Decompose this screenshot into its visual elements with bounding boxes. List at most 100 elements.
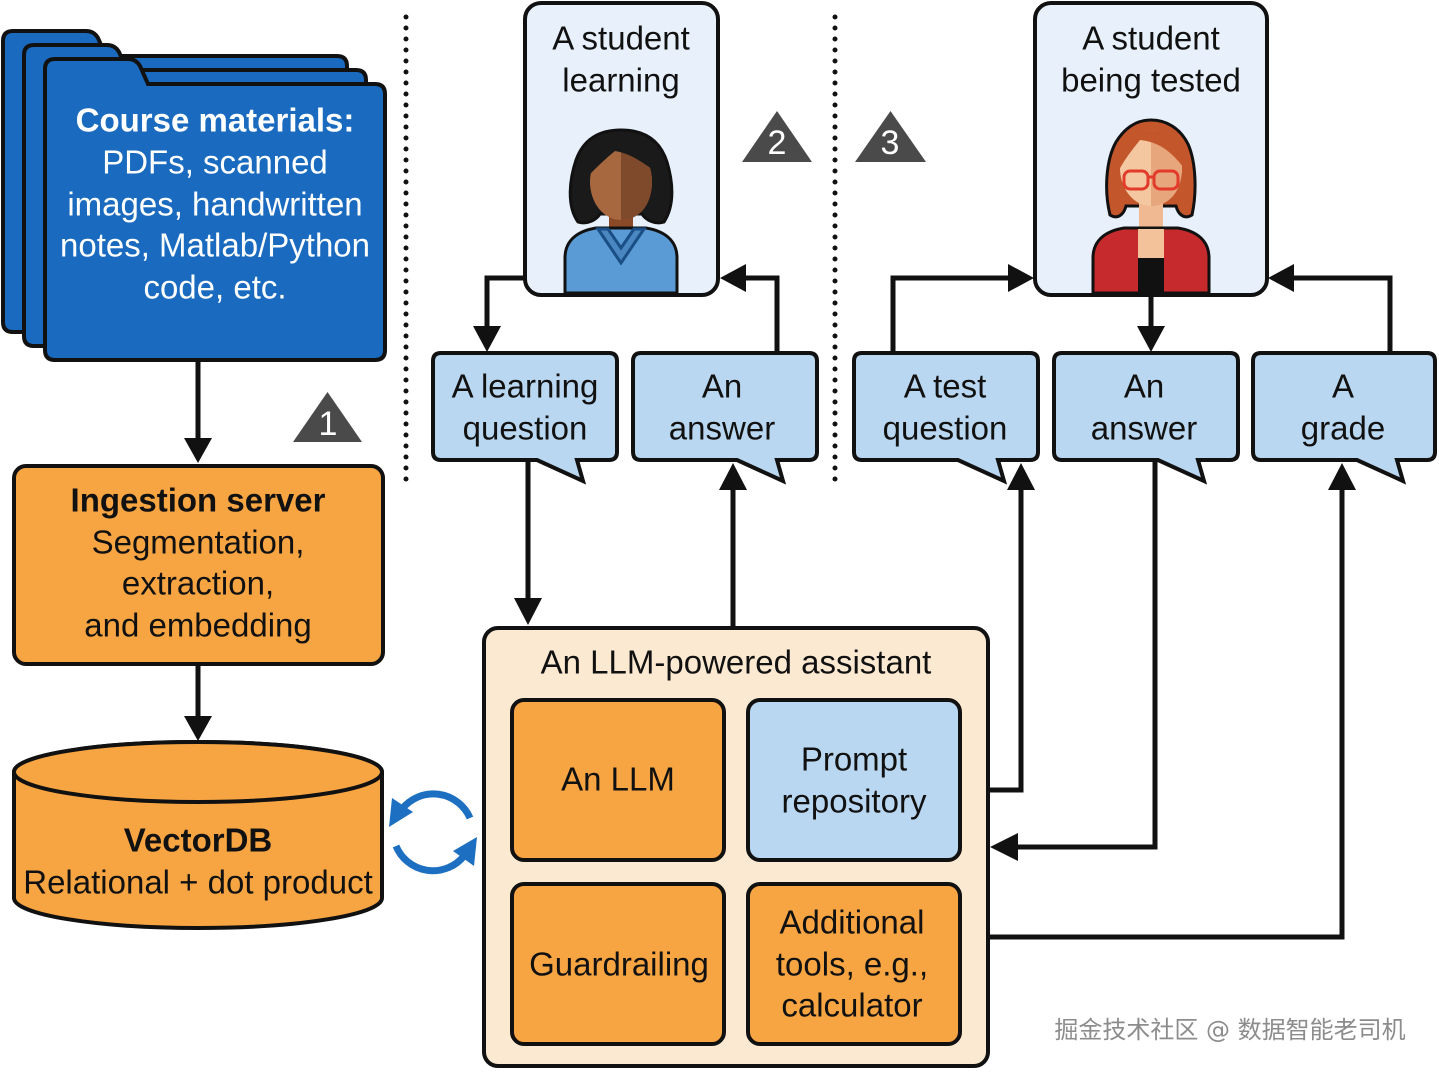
arrow-line <box>744 275 780 352</box>
step-3-marker: 3 <box>855 111 926 162</box>
avatar-collar <box>595 227 647 266</box>
arrow-student-to-learning-question <box>473 275 525 352</box>
course-materials-line: PDFs, scanned <box>102 144 328 181</box>
sync-cycle-icon <box>389 790 477 875</box>
step-1-marker: 1 <box>293 392 362 443</box>
arrow-grade-to-student <box>1268 264 1393 352</box>
step-triangle <box>742 111 812 162</box>
arrow-head <box>1328 463 1356 490</box>
arrow-line <box>988 488 1345 940</box>
tools-line: tools, e.g., <box>776 946 928 983</box>
avatar-top <box>1138 258 1164 292</box>
bubble-shape <box>631 351 819 485</box>
tools-box <box>746 882 962 1046</box>
arrow-assistant-to-answer <box>719 463 747 628</box>
bubble-answer-2: An answer <box>1052 351 1240 485</box>
bubble-line: A test <box>904 368 987 405</box>
arrow-head <box>1137 326 1165 352</box>
llm-box <box>510 698 726 862</box>
course-materials-title: Course materials: <box>76 102 355 139</box>
arrow-head <box>720 264 746 292</box>
student-tested-line: being tested <box>1061 62 1241 99</box>
bubble-answer-1: An answer <box>631 351 819 485</box>
bubble-line: A <box>1332 368 1354 405</box>
arrow-head <box>1008 264 1034 292</box>
llm-assistant-container: An LLM-powered assistant An LLM Prompt r… <box>482 626 990 1068</box>
arrow-head <box>473 326 501 352</box>
student-tested-avatar <box>1091 118 1211 295</box>
bubble-learning-question: A learning question <box>431 351 619 485</box>
ingestion-server-line: and embedding <box>84 607 312 644</box>
bubble-grade: A grade <box>1251 351 1437 485</box>
course-materials-line: notes, Matlab/Python <box>60 227 370 264</box>
bubble-line: An <box>702 368 742 405</box>
arrow-head <box>990 833 1018 861</box>
ingestion-server-box: Ingestion server Segmentation, extractio… <box>12 464 385 666</box>
student-learning-line: learning <box>562 62 679 99</box>
cylinder-top <box>12 740 384 804</box>
watermark: 掘金技术社区 @ 数据智能老司机 <box>1054 1016 1405 1044</box>
folder-front <box>43 57 387 362</box>
bubble-line: question <box>463 410 588 447</box>
arrow-head <box>184 438 212 463</box>
bubble-test-question: A test question <box>852 351 1040 485</box>
arrow-assistant-to-grade <box>988 463 1356 940</box>
glasses-lens-right <box>1152 169 1180 191</box>
step-2-marker: 2 <box>742 111 812 162</box>
arrow-head <box>1268 264 1294 292</box>
arrow-head <box>1007 463 1035 490</box>
arrow-learning-question-to-assistant <box>514 460 542 625</box>
prompt-repository-box <box>746 698 962 862</box>
cycle-arc-top <box>399 790 474 820</box>
arrow-test-question-to-student <box>890 264 1034 352</box>
step-number: 2 <box>768 124 787 162</box>
prompt-repository-line: repository <box>782 783 927 820</box>
student-learning-line: A student <box>552 20 690 57</box>
bubble-line: answer <box>1091 410 1197 447</box>
guardrailing-box <box>510 882 726 1046</box>
ingestion-server-title: Ingestion server <box>71 482 326 519</box>
bubble-line: answer <box>669 410 775 447</box>
vectordb-cylinder: VectorDB Relational + dot product <box>12 740 384 930</box>
course-materials-line: code, etc. <box>143 269 286 306</box>
tools-line: calculator <box>781 987 922 1024</box>
student-tested-line: A student <box>1082 20 1220 57</box>
arrow-line <box>1292 275 1393 352</box>
glasses-lens-left <box>1122 169 1150 191</box>
student-tested-card: A student being tested <box>1033 1 1269 297</box>
arrow-answer-to-student <box>720 264 780 352</box>
ingestion-server-line: extraction, <box>122 565 274 602</box>
student-learning-avatar <box>563 128 679 295</box>
arrow-line <box>1016 460 1158 850</box>
cycle-arc-bottom <box>392 844 467 875</box>
arrow-head <box>514 598 542 625</box>
step-triangle <box>855 111 926 162</box>
cycle-arrowhead-top <box>389 798 413 827</box>
avatar-bangs <box>1117 130 1185 172</box>
arrow-assistant-to-test-question <box>988 463 1035 793</box>
arrow-head <box>719 463 747 490</box>
arrow-folder-to-ingestion <box>184 362 212 463</box>
course-materials-line: images, handwritten <box>67 186 362 223</box>
avatar-bangs <box>588 138 656 176</box>
student-learning-card: A student learning <box>523 1 720 297</box>
bubble-line: question <box>883 410 1008 447</box>
assistant-title: An LLM-powered assistant <box>541 644 932 681</box>
step-number: 3 <box>881 124 900 162</box>
bubble-line: An <box>1124 368 1164 405</box>
course-materials-folders: Course materials: PDFs, scanned images, … <box>1 29 387 362</box>
guardrailing-label: Guardrailing <box>529 946 709 983</box>
step-number: 1 <box>319 405 338 443</box>
arrow-line <box>890 275 1010 352</box>
arrow-ingestion-to-vectordb <box>184 664 212 741</box>
vectordb-subtitle: Relational + dot product <box>23 864 372 901</box>
bubble-shape <box>852 351 1040 485</box>
avatar-neckline <box>1138 229 1164 259</box>
bubble-shape <box>1251 351 1437 485</box>
ingestion-server-line: Segmentation, <box>92 524 305 561</box>
llm-label: An LLM <box>561 761 675 798</box>
arrow-line <box>484 275 525 330</box>
arrow-student-to-answer <box>1137 295 1165 352</box>
arrow-head <box>184 716 212 741</box>
